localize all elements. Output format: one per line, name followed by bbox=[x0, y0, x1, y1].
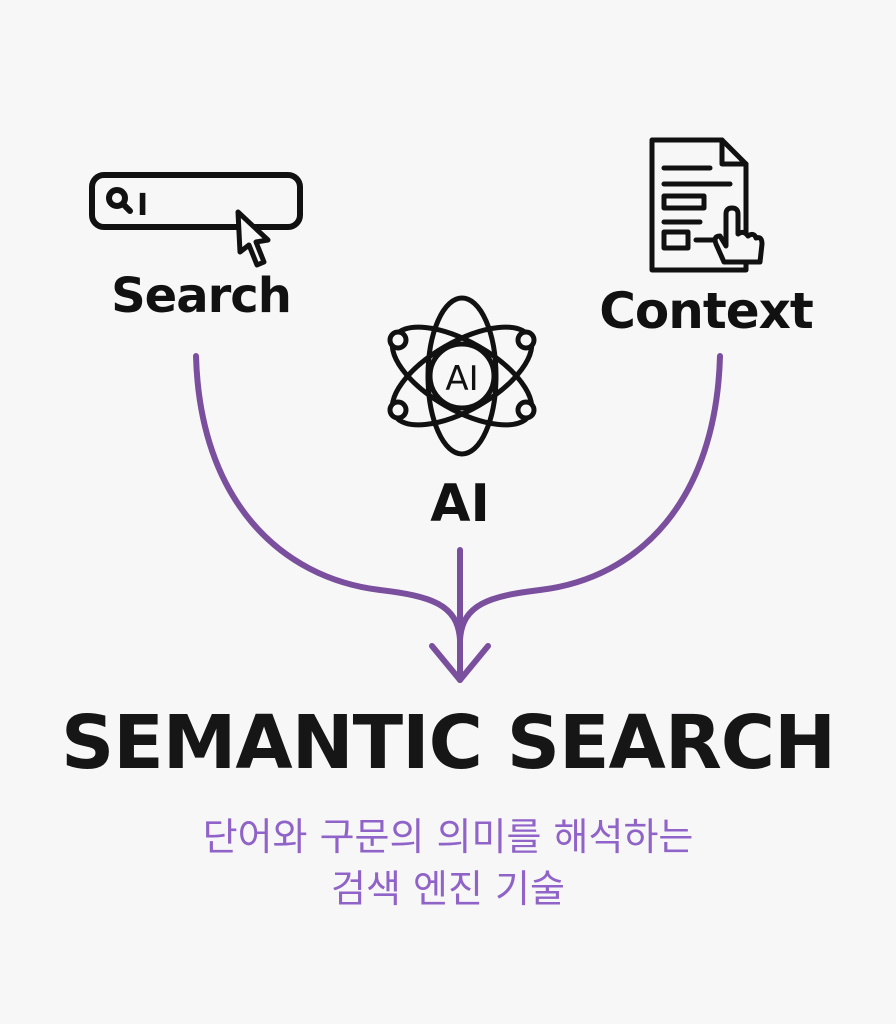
search-box-text: I bbox=[137, 188, 148, 223]
context-label: Context bbox=[599, 282, 814, 340]
search-label: Search bbox=[111, 268, 292, 324]
search-arrow-curve bbox=[193, 353, 463, 643]
atom-ai-icon: AI bbox=[387, 295, 537, 457]
converging-arrows bbox=[193, 353, 723, 683]
diagram-title: SEMANTIC SEARCH bbox=[60, 700, 836, 786]
context-arrow-curve bbox=[457, 353, 723, 643]
subtitle-line-1: 단어와 구문의 의미를 해석하는 bbox=[202, 815, 694, 859]
document-hand-icon bbox=[649, 137, 765, 273]
cursor-icon bbox=[235, 209, 271, 268]
subtitle-line-2: 검색 엔진 기술 bbox=[331, 867, 565, 911]
atom-ai-text: AI bbox=[445, 359, 478, 399]
ai-label: AI bbox=[430, 474, 490, 534]
arrow-head bbox=[429, 643, 491, 683]
search-bar-icon: I bbox=[89, 172, 303, 230]
